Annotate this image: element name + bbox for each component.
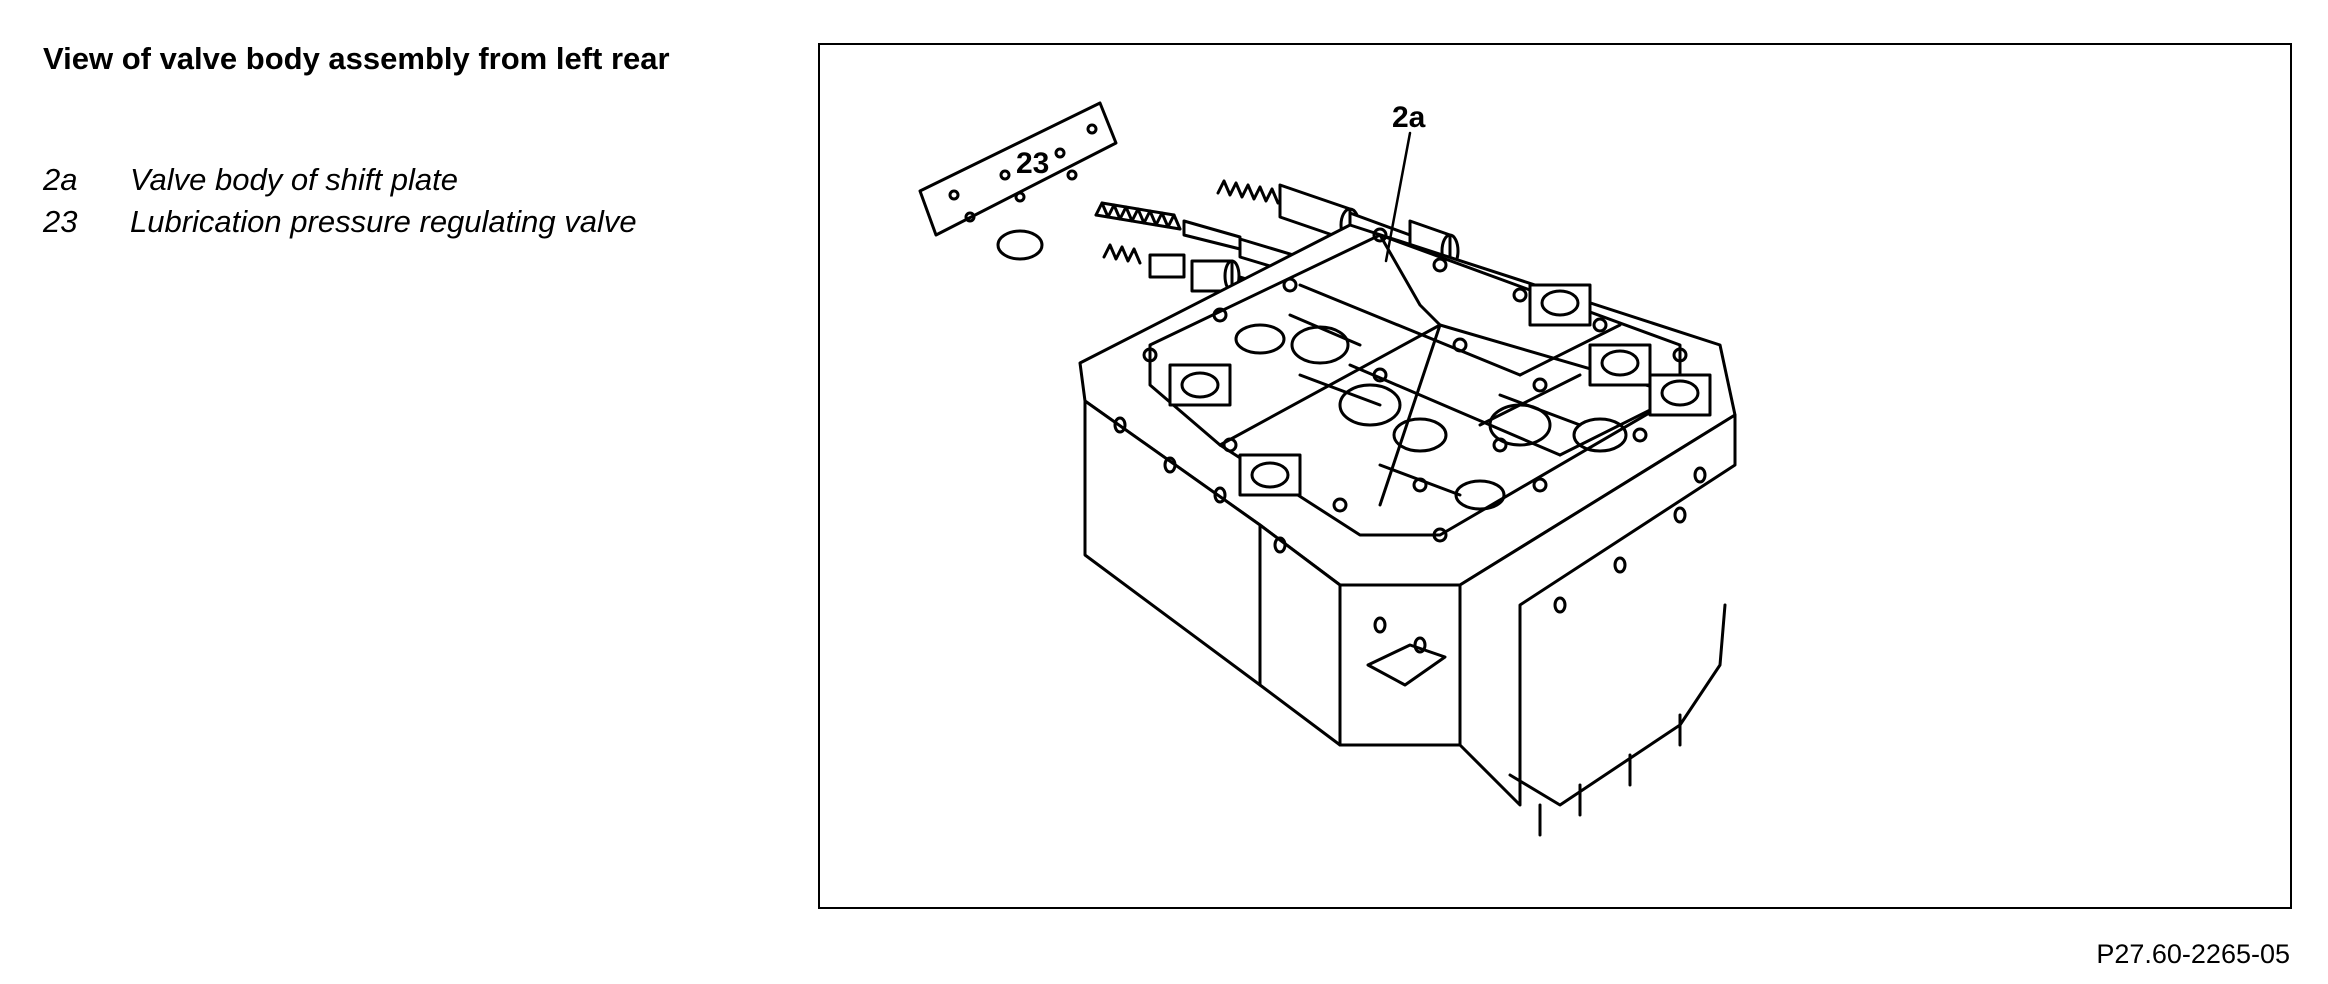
valve-bores [1234, 313, 1628, 511]
figure-frame: 2a 23 [818, 43, 2292, 909]
legend-text: Valve body of shift plate [130, 162, 458, 197]
spring-lower [1102, 243, 1142, 265]
side-holes [1113, 416, 1707, 654]
legend-item: 2a Valve body of shift plate [43, 159, 763, 201]
legend-code: 2a [43, 162, 78, 197]
legend-code: 23 [43, 204, 78, 239]
spring-right [1216, 179, 1280, 205]
bolt-heads [1142, 227, 1688, 543]
legend-text: Lubrication pressure regulating valve [130, 204, 637, 239]
callout-2a: 2a [1392, 101, 1426, 134]
valve-body-assembly [996, 223, 1737, 837]
mounting-bosses [996, 229, 1712, 497]
page-title: View of valve body assembly from left re… [43, 41, 670, 76]
legend-list: 2a Valve body of shift plate 23 Lubricat… [43, 159, 763, 243]
cover-plate [918, 101, 1118, 237]
spring-upper [1094, 201, 1182, 231]
valve-body-illustration: 2a 23 [918, 101, 1737, 837]
figure-code: P27.60-2265-05 [2096, 939, 2290, 969]
callout-23: 23 [1016, 147, 1049, 180]
legend-item: 23 Lubrication pressure regulating valve [43, 201, 763, 243]
leader-line-2a [1384, 131, 1412, 263]
